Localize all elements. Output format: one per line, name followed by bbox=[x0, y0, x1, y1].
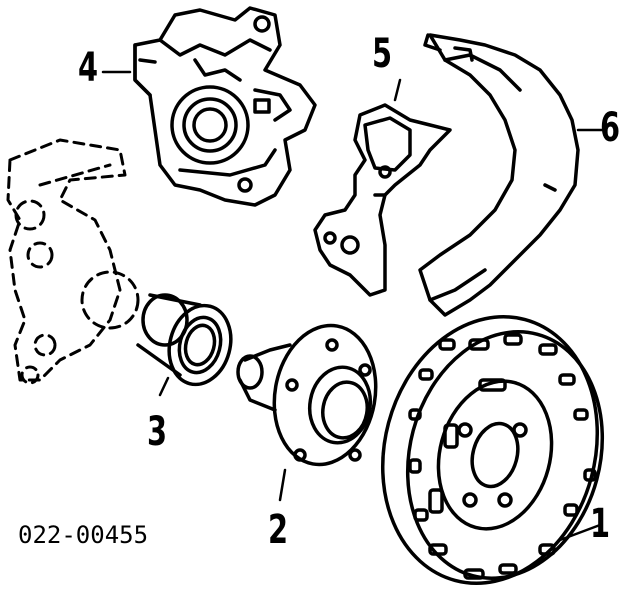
wheel-bearing bbox=[136, 293, 233, 387]
catalog-code: 022-00455 bbox=[18, 521, 149, 549]
brake-caliper bbox=[133, 6, 317, 207]
brake-rotor bbox=[380, 315, 605, 585]
callout-hub-2: 2 bbox=[268, 507, 289, 553]
callout-bracket-5: 5 bbox=[372, 31, 393, 77]
wheel-hub bbox=[236, 323, 378, 467]
callout-rotor-1: 1 bbox=[590, 501, 611, 547]
callout-leaders bbox=[101, 70, 607, 542]
steering-knuckle-outline bbox=[6, 138, 140, 385]
callout-shield-6: 6 bbox=[600, 105, 621, 151]
caliper-bracket bbox=[313, 103, 452, 297]
splash-shield bbox=[418, 33, 580, 317]
callout-caliper-4: 4 bbox=[78, 45, 99, 91]
callout-bearing-3: 3 bbox=[147, 409, 168, 455]
